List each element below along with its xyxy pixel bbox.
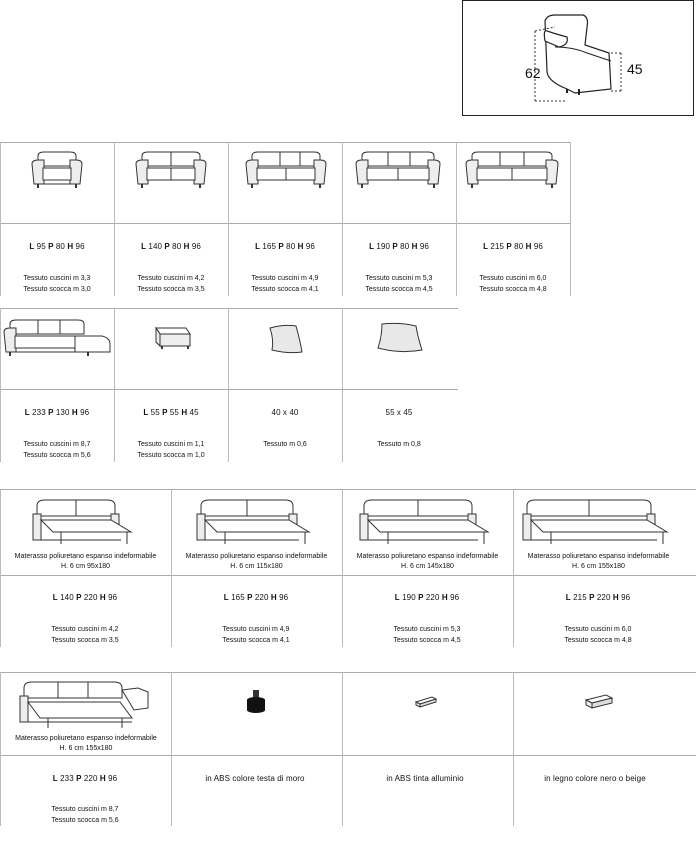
grid-vline: [114, 142, 115, 296]
grid-vline: [0, 672, 1, 826]
corner-sofa-illustration: [3, 319, 111, 356]
dimensions-2-2: L 55 P 55 H 45: [143, 408, 199, 417]
grid-vline: [228, 142, 229, 296]
dimensions-1-4: L 190 P 80 H 96: [369, 242, 429, 251]
cushion-small-illustration: [269, 324, 303, 354]
grid-vline: [0, 308, 1, 462]
foot-label-3: in legno colore nero o beige: [544, 774, 646, 783]
profile-diagram-frame: 62 45: [462, 0, 694, 116]
row4-divider: [0, 755, 696, 756]
dimensions-1-2: L 140 P 80 H 96: [141, 242, 201, 251]
fabric-2-3: Tessuto m 0,6: [263, 441, 307, 448]
grid-vline: [114, 308, 115, 462]
foot-wood-icon: [584, 694, 614, 709]
dimensions-1-1: L 95 P 80 H 96: [29, 242, 85, 251]
row1-top-border: [0, 142, 570, 143]
sofa-3-seat-small-illustration: [245, 151, 327, 188]
sofa-large-illustration: [465, 151, 559, 188]
grid-vline: [171, 672, 172, 826]
grid-vline: [0, 142, 1, 296]
sofa-bed-illustration: [32, 499, 133, 544]
sofa-3-seat-illustration: [355, 151, 441, 188]
armchair-illustration: [31, 151, 83, 188]
dimensions-3-1: L 140 P 220 H 96: [52, 593, 118, 602]
mattress-caption: Materasso poliuretano espanso indeformab…: [356, 553, 499, 570]
sofa-bed-illustration: [196, 499, 311, 544]
depth-label: 45: [627, 61, 643, 77]
grid-vline: [342, 308, 343, 462]
fabric-2-4: Tessuto m 0,8: [377, 441, 421, 448]
dimensions-2-1: L 233 P 130 H 96: [24, 408, 90, 417]
grid-vline: [342, 142, 343, 296]
dimensions-1-5: L 215 P 80 H 96: [483, 242, 543, 251]
grid-vline: [171, 489, 172, 647]
mattress-caption-4-1: Materasso poliuretano espanso indeformab…: [15, 735, 157, 752]
row4-top-border: [0, 672, 696, 673]
grid-vline: [342, 672, 343, 826]
grid-vline: [342, 489, 343, 647]
foot-brown-abs-icon: [247, 690, 265, 713]
cushion-large-illustration: [377, 322, 423, 353]
corner-sofa-bed-illustration: [19, 681, 149, 728]
row2-divider: [0, 389, 458, 390]
pouf-illustration: [155, 326, 191, 349]
row1-divider: [0, 223, 570, 224]
cushion-size-1: 40 x 40: [271, 408, 299, 417]
dimensions-4-1: L 233 P 220 H 96: [52, 774, 118, 783]
row3-divider: [0, 575, 696, 576]
dimensions-3-2: L 165 P 220 H 96: [223, 593, 289, 602]
dimensions-3-3: L 190 P 220 H 96: [394, 593, 460, 602]
sofa-bed-illustration: [359, 499, 490, 544]
sofa-bed-illustration: [522, 499, 669, 544]
armchair-profile-drawing: [534, 14, 623, 102]
foot-label-2: in ABS tinta alluminio: [386, 774, 464, 783]
cushion-size-2: 55 x 45: [385, 408, 413, 417]
row2-top-border: [0, 308, 458, 309]
mattress-caption: Materasso poliuretano espanso indeformab…: [14, 553, 157, 570]
grid-vline: [0, 489, 1, 647]
foot-aluminium-icon: [414, 696, 438, 708]
foot-label-1: in ABS colore testa di moro: [205, 774, 305, 783]
grid-vline: [513, 672, 514, 826]
grid-vline: [456, 142, 457, 296]
mattress-caption: Materasso poliuretano espanso indeformab…: [185, 553, 328, 570]
grid-vline: [570, 142, 571, 296]
height-label: 62: [525, 65, 541, 81]
grid-vline: [228, 308, 229, 462]
dimensions-3-4: L 215 P 220 H 96: [565, 593, 631, 602]
row3-top-border: [0, 489, 696, 490]
grid-vline: [513, 489, 514, 647]
sofa-2-seat-illustration: [135, 151, 207, 188]
dimensions-1-3: L 165 P 80 H 96: [255, 242, 315, 251]
mattress-caption: Materasso poliuretano espanso indeformab…: [527, 553, 670, 570]
